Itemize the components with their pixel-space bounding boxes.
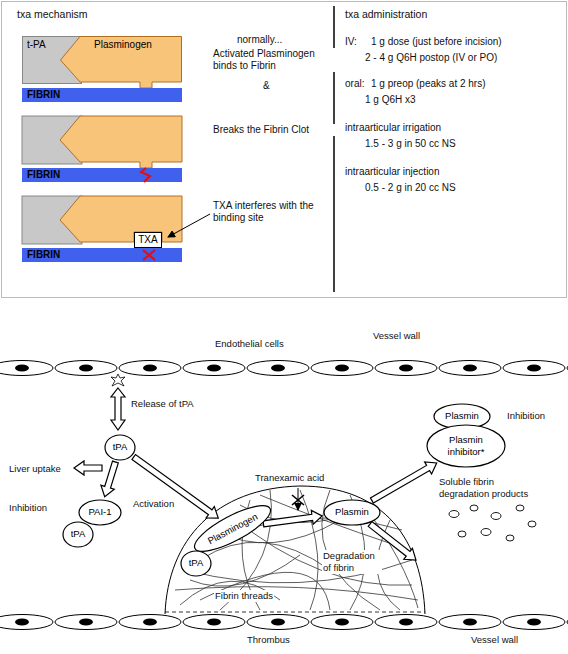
node-text: tPA [189,557,204,569]
text-label: 1 g dose (just before incision) [370,36,503,48]
text-label: Endothelial cells [214,338,285,350]
text-label: Tranexamic acid [254,472,325,484]
node-text: Plasmin [445,410,479,422]
text-label: 2 - 4 g Q6H postop (IV or PO) [364,52,498,64]
node-text: FIBRIN [22,88,60,102]
text-label: intraarticular injection [344,166,441,178]
text-label: IV: [344,36,358,48]
text-label: Breaks the Fibrin Clot [212,124,336,136]
text-label: 0.5 - 2 g in 20 cc NS [364,182,457,194]
tranexamic-block [292,488,304,510]
node-text: tPA [113,441,128,453]
fibrin-bar: FIBRIN [22,248,182,262]
text-label: Activation [132,498,175,510]
text-label: oral: [344,78,365,90]
plasmin-molecule: Plasmin [323,499,381,526]
text-label: Inhibition [506,410,546,422]
text-label: Activated Plasminogen binds to Fibrin [212,48,336,72]
text-label: Vessel wall [372,330,421,342]
text-label: Soluble fibrin degradation products [438,476,544,500]
endothelial-wall-top [0,361,568,376]
release-arrow [111,388,125,430]
degradation-products [449,505,536,541]
text-label: TXA interferes with the binding site [212,200,330,224]
text-label: Degradation of fibrin [322,550,382,574]
node-text: Plasmin inhibitor* [441,434,491,458]
release-burst [111,374,125,386]
text-label: normally... [236,34,283,46]
txa-box: TXA [134,232,162,248]
pai-molecule: PAI-1 [78,499,122,526]
text-label: txa mechanism [16,8,89,20]
text-label: & [262,80,271,92]
node-text: tPA [71,528,86,540]
text-label: Thrombus [246,634,291,646]
text-label: 1 g Q6H x3 [364,94,417,106]
node-text: PAI-1 [88,506,111,518]
text-label: 1 g preop (peaks at 2 hrs) [370,78,487,90]
leader-arrow [168,214,210,237]
hollow-arrow [370,462,436,503]
tpa-molecule: tPA [104,434,136,461]
node-text: FIBRIN [22,168,60,182]
plasminogen-shape: Plasminogen [60,36,182,88]
inhibitor-molecule: Plasmin inhibitor* [426,424,506,468]
text-label: txa administration [344,8,428,20]
node-text: Plasmin [335,506,369,518]
tpa-molecule: tPA [180,550,212,577]
endothelial-wall-bottom [0,615,568,630]
hollow-arrow [132,455,218,519]
text-label: 1.5 - 3 g in 50 cc NS [364,138,457,150]
text-label: Release of tPA [130,398,195,410]
text-label: Liver uptake [8,463,62,475]
text-label: intraarticular irrigation [344,122,442,134]
text-label: Fibrin threads [214,590,274,602]
text-label: Vessel wall [470,634,519,646]
node-text: TXA [138,234,157,246]
hollow-arrow [263,510,322,526]
hollow-arrow [101,461,118,497]
fibrin-bar: FIBRIN [22,168,182,182]
mechanism-step-2 [22,116,182,168]
node-text: Plasminogen [94,39,182,51]
panel-frame [2,2,567,298]
tpa-molecule: tPA [62,521,94,548]
liver-arrow [74,461,102,475]
text-label: Inhibition [8,502,48,514]
node-text: FIBRIN [22,248,60,262]
fibrin-bar: FIBRIN [22,88,182,102]
